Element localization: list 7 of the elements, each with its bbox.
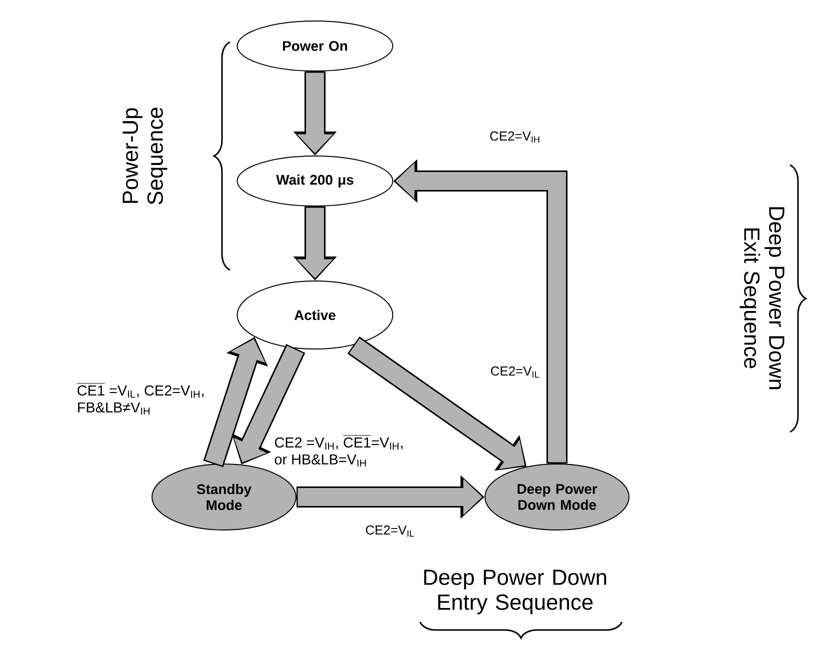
bracket-label: Deep Power Down Entry Sequence	[424, 570, 606, 614]
bracket-label: Deep Power Down Exit Sequence	[740, 207, 784, 390]
edge-label: CE2=V$_{IL}$	[491, 366, 539, 378]
bracket-label: Power-Up Sequence	[122, 108, 168, 204]
edge-label: CE2=V$_{IH}$	[490, 131, 540, 143]
edge-label: CE2=V$_{IL}$	[366, 525, 414, 537]
edge-label: $\begin{array}{@{}l@{}}\overline{\text{CE1}}\text{ =V}_{\text{IL}}\text{, CE2=V}_{\text{IH}}\text{,}\\ \text{FB\&LB}\text{≠}\text{V}_{\text{IH}}\end{array}$	[76, 383, 204, 415]
